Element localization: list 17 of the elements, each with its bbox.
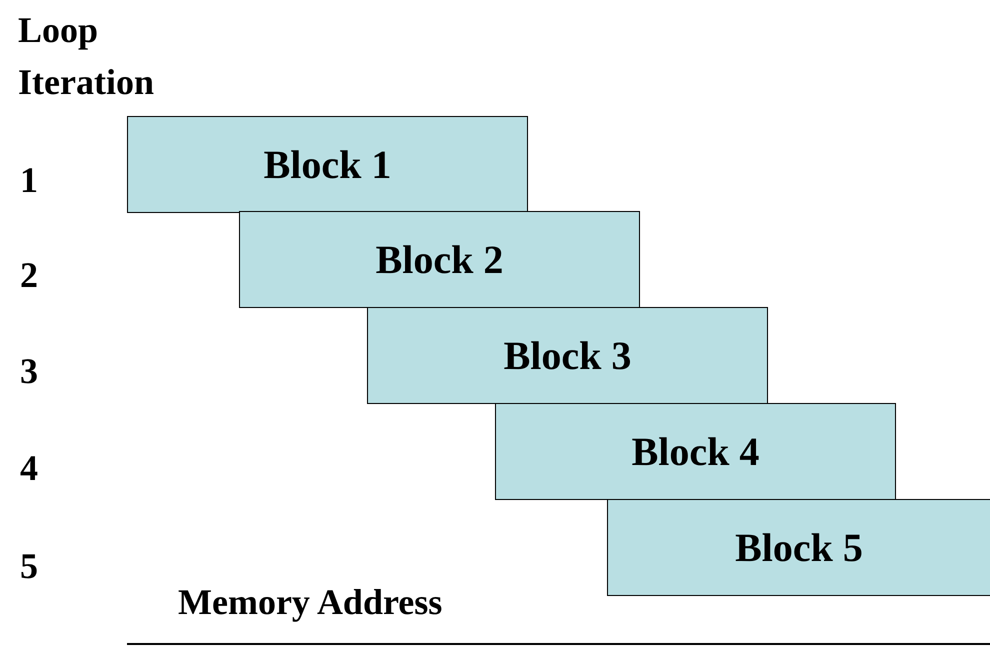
- iteration-number: 1: [20, 159, 39, 202]
- memory-block: [495, 403, 896, 500]
- block-label: Block 4: [632, 428, 760, 475]
- axis-title: Memory Address: [178, 581, 444, 624]
- axis-title: Loop Iteration: [18, 9, 155, 104]
- iteration-number: 2: [20, 254, 39, 297]
- iteration-number: 4: [20, 447, 39, 490]
- memory-block: [239, 211, 640, 308]
- memory-block: [367, 307, 768, 404]
- block-label: Block 1: [264, 141, 392, 188]
- iteration-number: 5: [20, 545, 39, 588]
- iteration-number: 3: [20, 350, 39, 393]
- block-label: Block 3: [504, 332, 632, 379]
- block-label: Block 5: [735, 524, 863, 571]
- memory-block: [607, 499, 990, 596]
- memory-block: [127, 116, 528, 213]
- block-label: Block 2: [376, 236, 504, 283]
